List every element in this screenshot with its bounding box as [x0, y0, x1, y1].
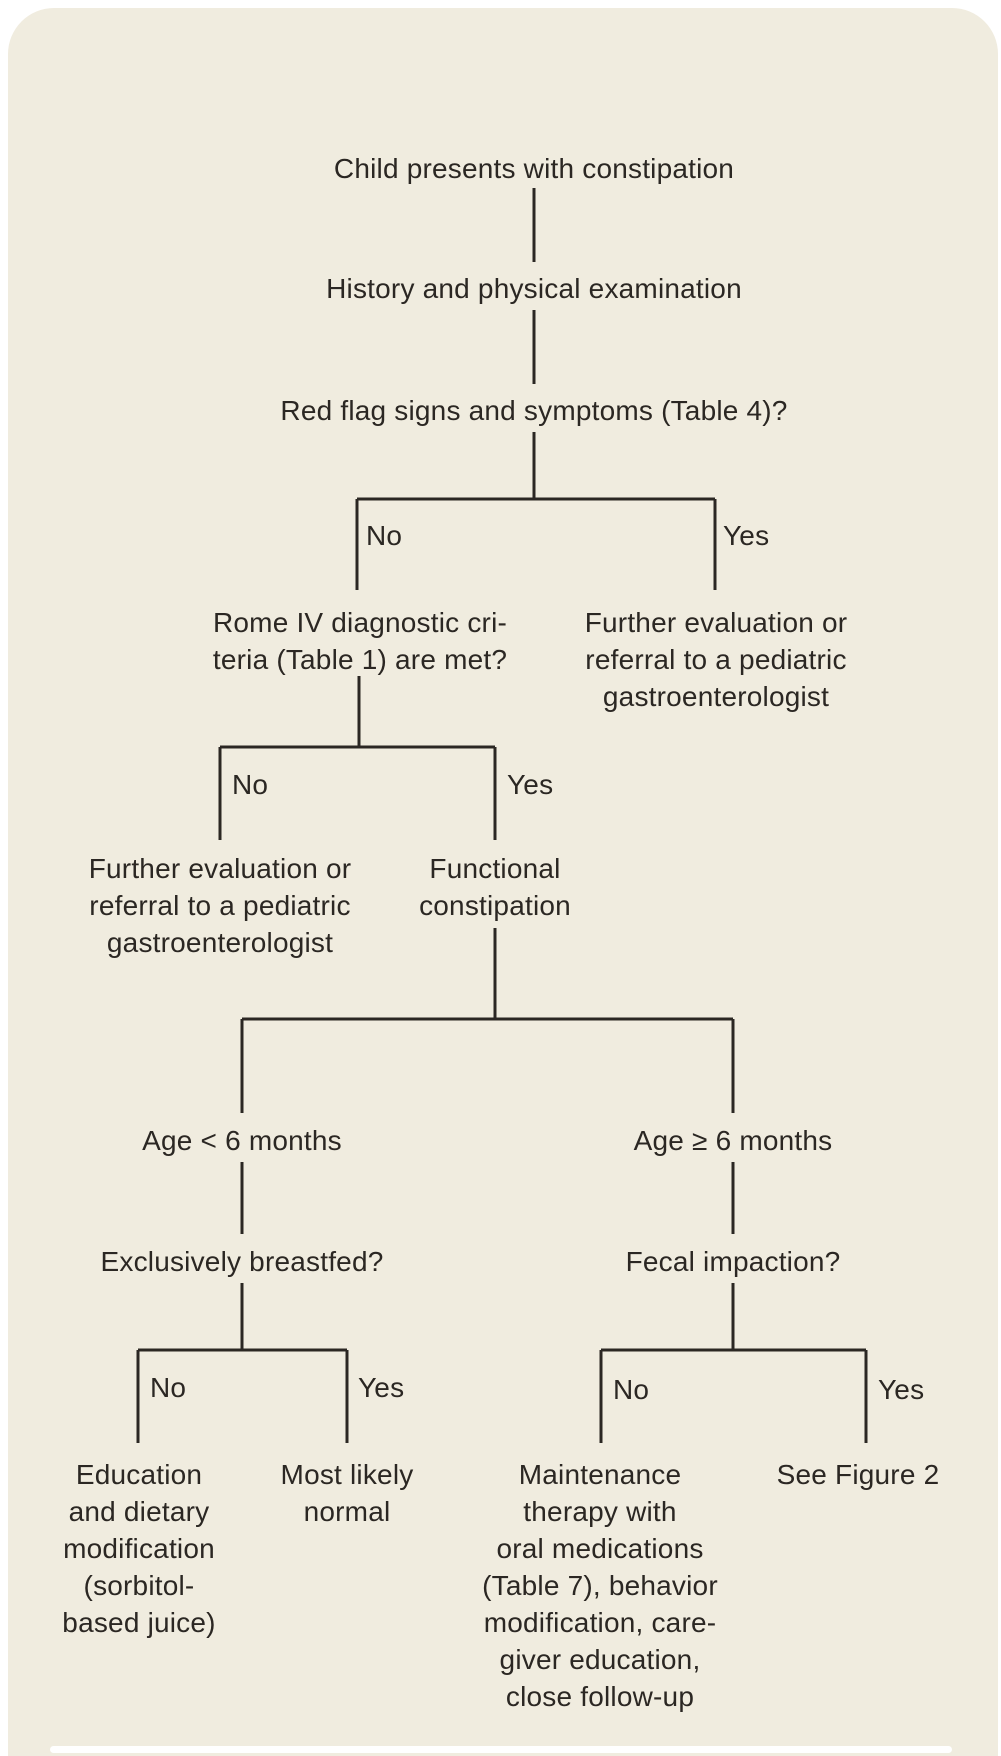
connector-redflag-branch: [357, 432, 715, 501]
rome-yes-label: Yes: [507, 769, 554, 800]
node-rome-criteria-question: Rome IV diagnostic cri- teria (Table 1) …: [212, 607, 508, 675]
redflag-yes-label: Yes: [723, 520, 770, 551]
rome-no-label: No: [232, 769, 269, 800]
node-age-6-months-or-more: Age ≥ 6 months: [633, 1125, 833, 1156]
node-history-physical: History and physical examination: [326, 273, 742, 304]
bottom-divider: [50, 1746, 952, 1753]
node-maintenance-therapy: Maintenance therapy with oral medication…: [482, 1459, 718, 1712]
connector-fecal-branch: [601, 1283, 866, 1352]
fecal-no-label: No: [613, 1374, 650, 1405]
fecal-yes-label: Yes: [878, 1374, 925, 1405]
connector-functional-branch: [242, 928, 733, 1021]
node-education-dietary-modification: Education and dietary modification (sorb…: [62, 1459, 216, 1638]
node-red-flag-question: Red flag signs and symptoms (Table 4)?: [280, 395, 788, 426]
breastfed-yes-label: Yes: [358, 1372, 405, 1403]
node-referral-gastroenterologist-right: Further evaluation or referral to a pedi…: [584, 607, 848, 712]
node-start: Child presents with constipation: [333, 153, 735, 184]
connector-rome-branch: [220, 676, 495, 749]
redflag-no-label: No: [366, 520, 403, 551]
node-fecal-impaction-question: Fecal impaction?: [625, 1246, 841, 1277]
figure-background-panel: [8, 8, 998, 1756]
node-age-under-6-months: Age < 6 months: [142, 1125, 342, 1156]
node-see-figure-2: See Figure 2: [776, 1459, 940, 1490]
node-most-likely-normal: Most likely normal: [280, 1459, 414, 1527]
node-functional-constipation: Functional constipation: [419, 853, 571, 921]
breastfed-no-label: No: [150, 1372, 187, 1403]
node-breastfed-question: Exclusively breastfed?: [100, 1246, 384, 1277]
connector-breastfed-branch: [138, 1283, 347, 1352]
node-referral-gastroenterologist-left: Further evaluation or referral to a pedi…: [88, 853, 352, 958]
